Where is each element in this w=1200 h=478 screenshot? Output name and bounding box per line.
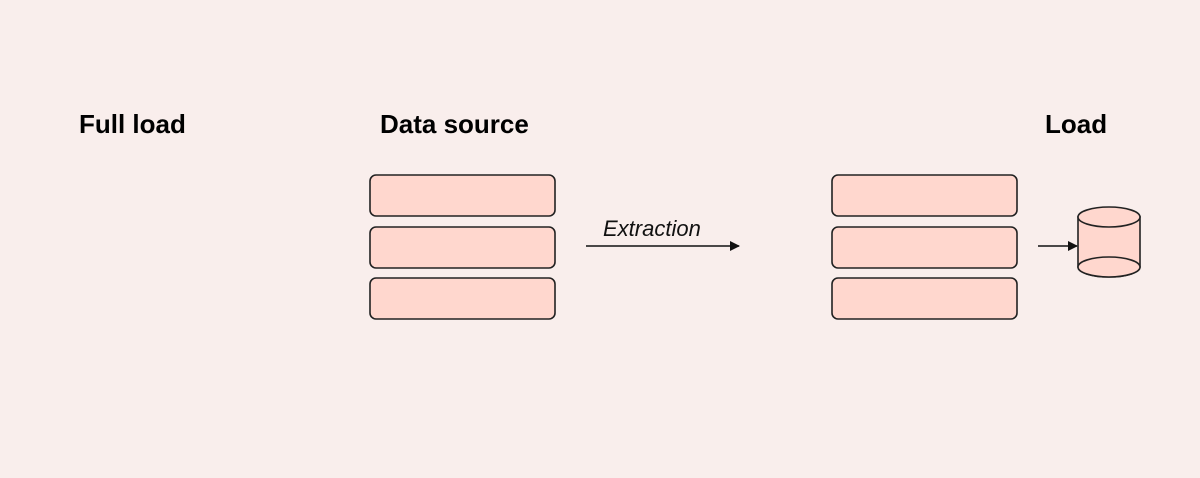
source-data-block-3 xyxy=(369,277,556,320)
data-source-heading: Data source xyxy=(380,109,529,139)
source-data-block-2 xyxy=(369,226,556,269)
source-data-stack xyxy=(369,174,556,320)
database-icon xyxy=(1077,206,1141,278)
extracted-data-block-1 xyxy=(831,174,1018,217)
full-load-heading: Full load xyxy=(79,109,186,139)
extraction-edge: Extraction xyxy=(586,216,740,251)
extracted-data-stack xyxy=(831,174,1018,320)
database-top xyxy=(1077,206,1141,228)
extracted-data-block-2 xyxy=(831,226,1018,269)
load-heading: Load xyxy=(1045,109,1108,139)
extraction-label: Extraction xyxy=(603,216,701,241)
extracted-data-block-3 xyxy=(831,277,1018,320)
source-data-block-1 xyxy=(369,174,556,217)
database-bottom xyxy=(1077,256,1141,278)
